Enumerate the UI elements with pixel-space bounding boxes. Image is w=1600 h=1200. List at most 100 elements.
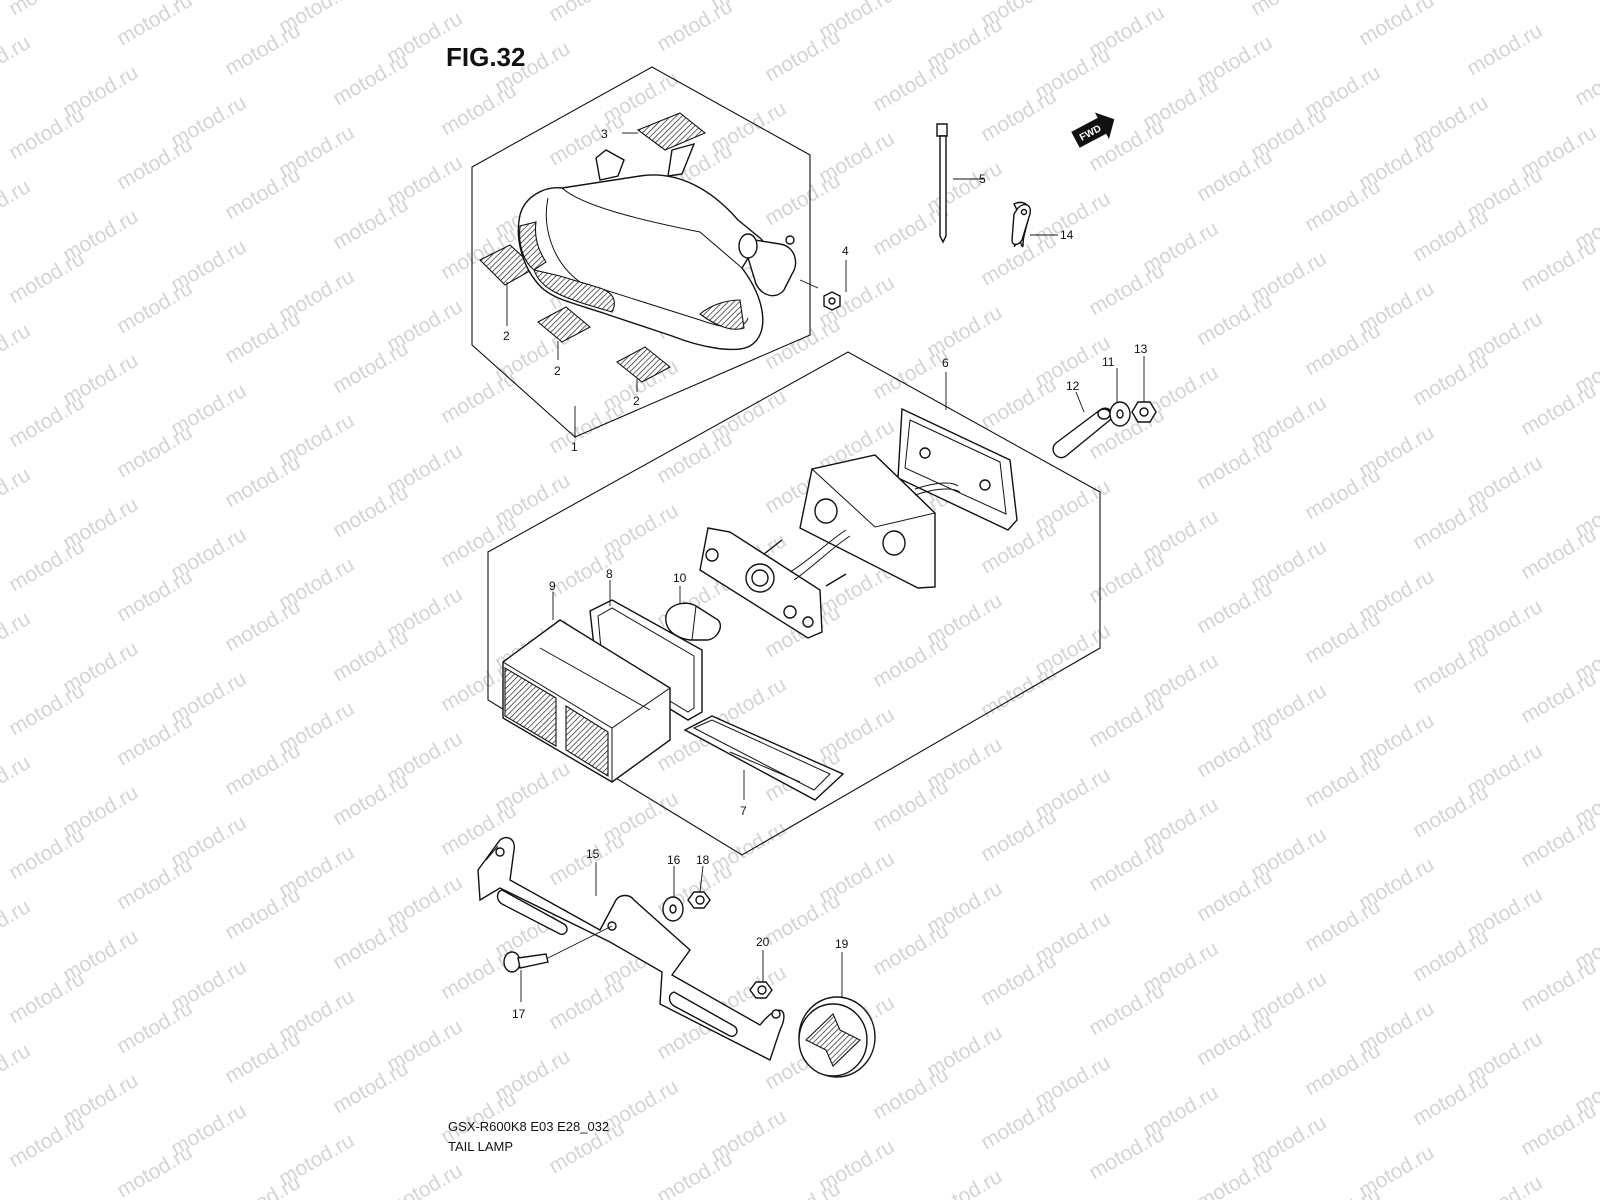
watermark-text: motod.ru bbox=[869, 1063, 952, 1124]
screw-4 bbox=[799, 279, 841, 311]
watermark-text: motod.ru bbox=[1517, 379, 1600, 440]
watermark-text: motod.ru bbox=[0, 1039, 34, 1100]
watermark-text: motod.ru bbox=[437, 79, 520, 140]
watermark-text: motod.ru bbox=[1517, 667, 1600, 728]
watermark-text: motod.ru bbox=[1355, 0, 1438, 50]
watermark-text: motod.ru bbox=[1409, 493, 1492, 554]
watermark-text: motod.ru bbox=[329, 769, 412, 830]
watermark-text: motod.ru bbox=[5, 535, 88, 596]
watermark-text: motod.ru bbox=[329, 481, 412, 542]
figure-title: FIG.32 bbox=[446, 42, 526, 72]
watermark-text: motod.ru bbox=[437, 943, 520, 1004]
watermark-text: motod.ru bbox=[5, 967, 88, 1028]
watermark-text: motod.ru bbox=[1409, 1069, 1492, 1130]
watermark-text: motod.ru bbox=[1193, 1009, 1276, 1070]
callout-17: 17 bbox=[512, 1007, 526, 1021]
watermark-text: motod.ru bbox=[113, 1141, 196, 1200]
bulb-socket-plate bbox=[699, 527, 851, 639]
watermark-text: motod.ru bbox=[1517, 955, 1600, 1016]
watermark-text: motod.ru bbox=[113, 421, 196, 482]
watermark-text: motod.ru bbox=[0, 175, 34, 236]
watermark-text: motod.ru bbox=[0, 895, 34, 956]
watermark-text: motod.ru bbox=[761, 25, 844, 86]
callout-2a: 2 bbox=[503, 329, 510, 343]
callout-20: 20 bbox=[756, 935, 770, 949]
watermark-text: motod.ru bbox=[113, 853, 196, 914]
watermark-text: motod.ru bbox=[761, 889, 844, 950]
watermark-text: motod.ru bbox=[221, 307, 304, 368]
watermark-text: motod.ru bbox=[5, 823, 88, 884]
watermark-text: motod.ru bbox=[1301, 1039, 1384, 1100]
watermark-text: motod.ru bbox=[113, 133, 196, 194]
watermark-text: motod.ru bbox=[329, 913, 412, 974]
watermark-text: motod.ru bbox=[1085, 259, 1168, 320]
watermark-text: motod.ru bbox=[5, 391, 88, 452]
callout-4: 4 bbox=[842, 244, 849, 258]
nut-20 bbox=[749, 981, 773, 999]
callout-15: 15 bbox=[586, 847, 600, 861]
watermark-text: motod.ru bbox=[653, 427, 736, 488]
washer-11 bbox=[1109, 401, 1131, 427]
callout-11: 11 bbox=[1102, 355, 1115, 369]
watermark-text: motod.ru bbox=[977, 85, 1060, 146]
watermark-text: motod.ru bbox=[1409, 205, 1492, 266]
washer-16 bbox=[662, 896, 684, 922]
watermark-text: motod.ru bbox=[1409, 349, 1492, 410]
watermark-text: motod.ru bbox=[977, 517, 1060, 578]
watermark-text: motod.ru bbox=[977, 373, 1060, 434]
watermark-text: motod.ru bbox=[869, 631, 952, 692]
watermark-text: motod.ru bbox=[545, 973, 628, 1034]
watermark-text: motod.ru bbox=[329, 625, 412, 686]
watermark-text: motod.ru bbox=[1085, 835, 1168, 896]
watermark-text: motod.ru bbox=[1463, 19, 1546, 80]
callout-6: 6 bbox=[942, 356, 949, 370]
watermark-text: motod.ru bbox=[0, 751, 34, 812]
watermark-text: motod.ru bbox=[1409, 781, 1492, 842]
license-lamp-socket-housing bbox=[799, 454, 961, 589]
watermark-text: motod.ru bbox=[653, 1147, 736, 1200]
callout-16: 16 bbox=[667, 853, 681, 867]
watermark-text: motod.ru bbox=[1301, 319, 1384, 380]
watermark-text: motod.ru bbox=[1085, 979, 1168, 1040]
watermark-text: motod.ru bbox=[1517, 811, 1600, 872]
watermark-text: motod.ru bbox=[1085, 547, 1168, 608]
watermark-text: motod.ru bbox=[1301, 463, 1384, 524]
callout-5: 5 bbox=[979, 172, 986, 186]
watermark-text: motod.ru bbox=[1085, 691, 1168, 752]
watermark-text: motod.ru bbox=[0, 31, 34, 92]
watermark-text: motod.ru bbox=[977, 949, 1060, 1010]
lens-7 bbox=[683, 715, 845, 801]
watermark-text: motod.ru bbox=[761, 313, 844, 374]
watermark-text: motod.ru bbox=[221, 1027, 304, 1088]
watermark-text: motod.ru bbox=[329, 337, 412, 398]
figure-subtitle: TAIL LAMP bbox=[448, 1139, 514, 1154]
watermark-text: motod.ru bbox=[1517, 523, 1600, 584]
watermark-text: motod.ru bbox=[113, 709, 196, 770]
watermark-text: motod.ru bbox=[1193, 289, 1276, 350]
watermark-text: motod.ru bbox=[869, 55, 952, 116]
callout-8: 8 bbox=[606, 567, 613, 581]
watermark-text: motod.ru bbox=[1301, 175, 1384, 236]
watermark-text: motod.ru bbox=[761, 1177, 844, 1200]
watermark-text: motod.ru bbox=[545, 397, 628, 458]
watermark-text: motod.ru bbox=[1571, 49, 1600, 110]
watermark-text: motod.ru bbox=[113, 997, 196, 1058]
watermark-text: motod.ru bbox=[5, 1111, 88, 1172]
reflector-pad-2b bbox=[537, 306, 591, 343]
watermark-text: motod.ru bbox=[0, 319, 34, 380]
watermark-text: motod.ru bbox=[1193, 433, 1276, 494]
callout-3: 3 bbox=[601, 127, 608, 141]
watermark-text: motod.ru bbox=[1301, 607, 1384, 668]
callout-13: 13 bbox=[1134, 342, 1148, 356]
model-code: GSX-R600K8 E03 E28_032 bbox=[448, 1119, 610, 1134]
watermark-text: motod.ru bbox=[977, 1093, 1060, 1154]
clamp-14 bbox=[1011, 201, 1032, 248]
watermark-text: motod.ru bbox=[1517, 1099, 1600, 1160]
watermark-text: motod.ru bbox=[977, 661, 1060, 722]
reflector-19 bbox=[798, 996, 876, 1078]
cable-tie-5 bbox=[936, 123, 948, 244]
fwd-direction-badge: FWD bbox=[1071, 112, 1115, 148]
watermark-text: motod.ru bbox=[1193, 145, 1276, 206]
watermark-text: motod.ru bbox=[869, 919, 952, 980]
